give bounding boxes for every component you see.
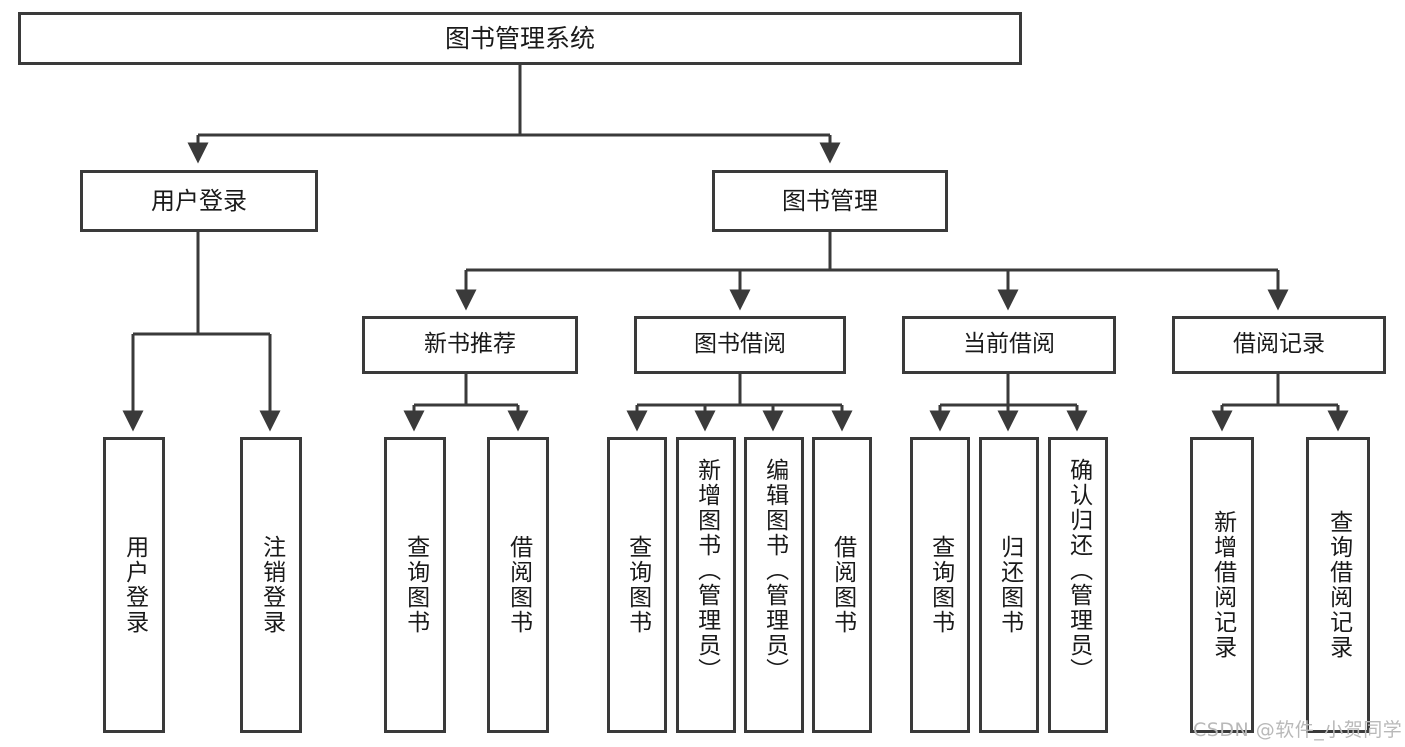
leaf-new-book-borrow[interactable]: 借阅图书 xyxy=(487,437,549,733)
node-root-system[interactable]: 图书管理系统 xyxy=(18,12,1022,65)
leaf-book-borrow-add[interactable]: 新增图书（管理员） xyxy=(676,437,736,733)
leaf-current-borrow-return[interactable]: 归还图书 xyxy=(979,437,1039,733)
leaf-book-borrow-borrow[interactable]: 借阅图书 xyxy=(812,437,872,733)
csdn-watermark: CSDN @软件_小贺同学 xyxy=(1193,719,1403,741)
node-user-login[interactable]: 用户登录 xyxy=(80,170,318,232)
leaf-user-login-login[interactable]: 用户登录 xyxy=(103,437,165,733)
node-book-borrow[interactable]: 图书借阅 xyxy=(634,316,846,374)
node-borrow-record[interactable]: 借阅记录 xyxy=(1172,316,1386,374)
node-current-borrow[interactable]: 当前借阅 xyxy=(902,316,1116,374)
leaf-borrow-record-query[interactable]: 查询借阅记录 xyxy=(1306,437,1370,733)
node-book-management[interactable]: 图书管理 xyxy=(712,170,948,232)
leaf-current-borrow-query[interactable]: 查询图书 xyxy=(910,437,970,733)
leaf-book-borrow-query[interactable]: 查询图书 xyxy=(607,437,667,733)
leaf-user-login-logout[interactable]: 注销登录 xyxy=(240,437,302,733)
leaf-borrow-record-add[interactable]: 新增借阅记录 xyxy=(1190,437,1254,733)
leaf-current-borrow-confirm-return[interactable]: 确认归还（管理员） xyxy=(1048,437,1108,733)
leaf-book-borrow-edit[interactable]: 编辑图书（管理员） xyxy=(744,437,804,733)
node-new-book-recommend[interactable]: 新书推荐 xyxy=(362,316,578,374)
leaf-new-book-query[interactable]: 查询图书 xyxy=(384,437,446,733)
